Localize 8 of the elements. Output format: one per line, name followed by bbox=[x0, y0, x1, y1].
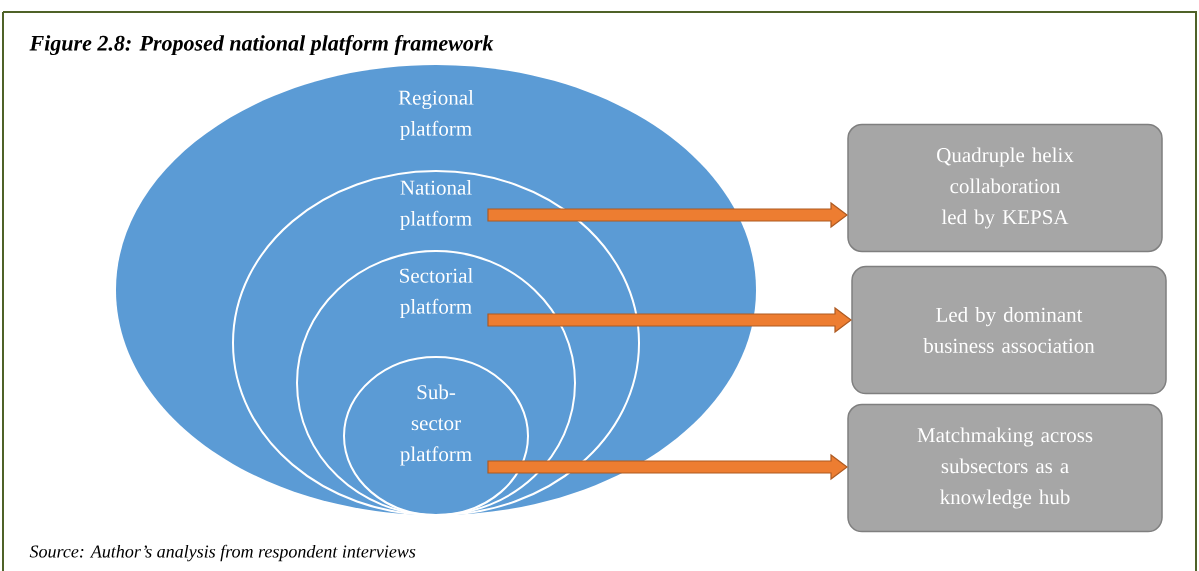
source-note: Source: Author’s analysis from respondent interviews bbox=[29, 544, 416, 562]
arrow bbox=[487, 453, 848, 481]
role-box: Led by dominant business association bbox=[851, 265, 1167, 395]
role-box: Quadruple helix collaboration led by KEPSA bbox=[847, 123, 1163, 253]
arrow bbox=[487, 201, 848, 229]
arrow bbox=[487, 306, 852, 334]
role-box: Matchmaking across subsectors as a knowledge hub bbox=[847, 403, 1163, 533]
figure-title: Figure 2.8: Proposed national platform framework bbox=[29, 34, 494, 56]
